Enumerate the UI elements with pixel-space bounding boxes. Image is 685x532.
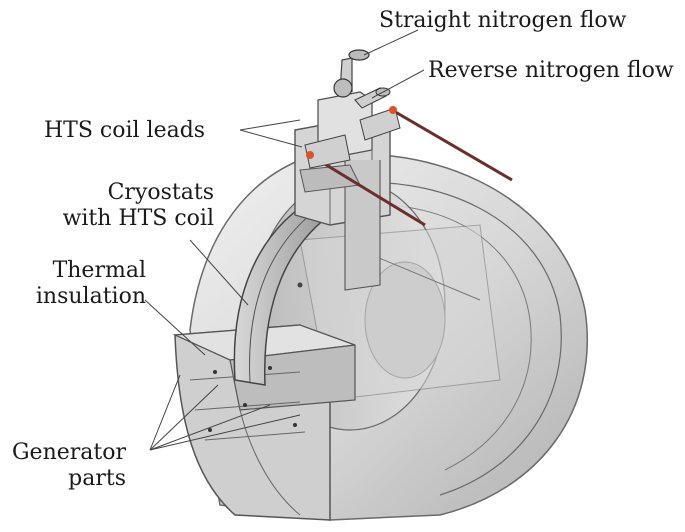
leader-generator-1 [149, 374, 181, 451]
label-thermal-line2: insulation [35, 284, 146, 309]
label-reverse-nitrogen-flow: Reverse nitrogen flow [428, 58, 674, 83]
label-straight-nitrogen-flow: Straight nitrogen flow [379, 8, 627, 33]
label-generator-line1: Generator [11, 440, 126, 465]
leader-straight-flow [363, 29, 419, 56]
label-hts-coil-leads: HTS coil leads [44, 118, 206, 143]
leader-hts-leads-2 [239, 129, 303, 148]
leader-generator-4 [149, 414, 301, 451]
label-cryostats: Cryostats with HTS coil [60, 180, 214, 232]
leader-lines [144, 29, 425, 451]
leader-generator-3 [149, 404, 271, 451]
generator-section [172, 324, 356, 521]
label-thermal-insulation: Thermal insulation [20, 258, 146, 310]
leader-cryostats [189, 239, 249, 306]
leader-generator-2 [149, 384, 219, 451]
leader-reverse-flow [371, 69, 425, 99]
label-thermal-line1: Thermal [52, 258, 146, 283]
hts-coil-leads [304, 106, 513, 227]
label-cryostats-line2: with HTS coil [62, 206, 214, 231]
label-generator-line2: parts [68, 466, 126, 491]
label-generator-parts: Generator parts [0, 440, 126, 492]
label-cryostats-line1: Cryostats [107, 180, 214, 205]
leader-hts-leads-1 [239, 119, 301, 131]
leader-thermal [144, 299, 206, 356]
